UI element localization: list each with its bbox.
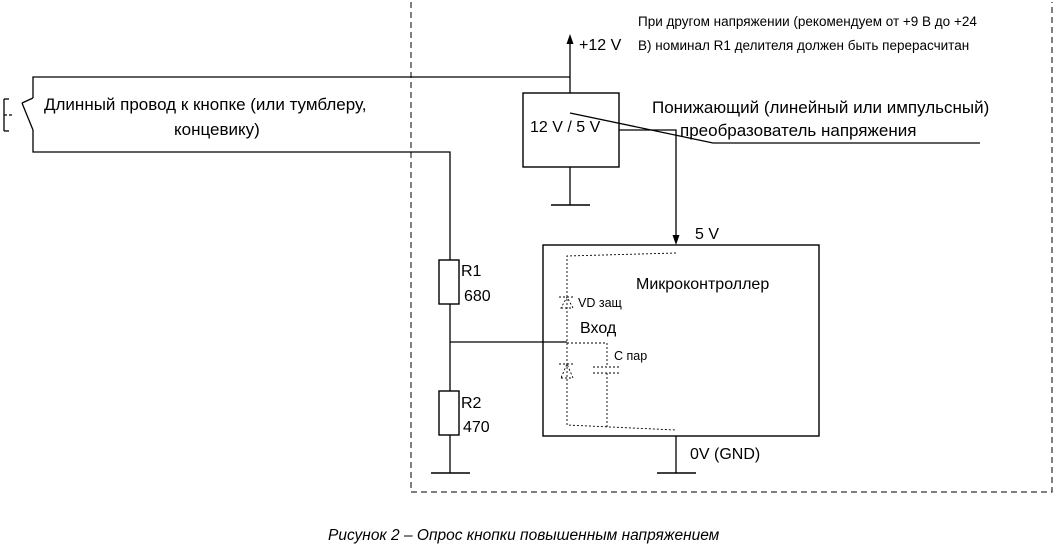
parasitic-capacitance-label: C пар: [614, 349, 647, 363]
resistor-r2-value: 470: [463, 419, 490, 436]
long-wire-top: [32, 76, 570, 98]
ground-label: 0V (GND): [690, 446, 760, 463]
long-wire-bottom: [32, 130, 451, 260]
resistor-r1: [438, 259, 460, 305]
microcontroller-block: [542, 244, 820, 437]
internal-protection-net: [566, 252, 677, 431]
resistor-r1-name: R1: [461, 263, 482, 280]
vd-protection-diode-label: VD защ: [578, 296, 622, 310]
supply-12v-arrow: [566, 34, 574, 93]
resistor-r1-value: 680: [464, 288, 491, 305]
output-5v-label: 5 V: [695, 226, 719, 243]
resistor-r2-name: R2: [461, 395, 482, 412]
long-wire-label-line1: Длинный провод к кнопке (или тумблеру,: [44, 95, 367, 114]
parasitic-capacitance-symbol: [567, 342, 621, 428]
device-enclosure-boundary: [410, 2, 1053, 493]
vd-protection-diode-upper: [559, 296, 575, 309]
figure-caption: Рисунок 2 – Опрос кнопки повышенным напр…: [328, 527, 720, 544]
mcu-ground-symbol: [657, 436, 696, 474]
supply-12v-label: +12 V: [579, 37, 622, 54]
resistor-r2: [438, 390, 460, 436]
protection-diode-lower: [559, 362, 575, 379]
converter-description-line1: Понижающий (линейный или импульсный): [652, 98, 989, 117]
voltage-note-line1: При другом напряжении (рекомендуем от +9…: [638, 14, 977, 29]
converter-leader-line: [569, 112, 980, 144]
button-switch-symbol: [3, 97, 34, 132]
output-5v-arrow: [619, 129, 680, 245]
input-pin-label: Вход: [580, 320, 617, 337]
voltage-note-line2: В) номинал R1 делителя должен быть перер…: [638, 38, 969, 53]
converter-description-line2: преобразователь напряжения: [680, 121, 916, 140]
converter-ground-symbol: [551, 167, 590, 206]
r2-ground-symbol: [431, 435, 470, 474]
long-wire-label-line2: концевику): [174, 120, 260, 139]
voltage-converter-label: 12 V / 5 V: [530, 119, 601, 136]
microcontroller-title: Микроконтроллер: [636, 276, 769, 293]
